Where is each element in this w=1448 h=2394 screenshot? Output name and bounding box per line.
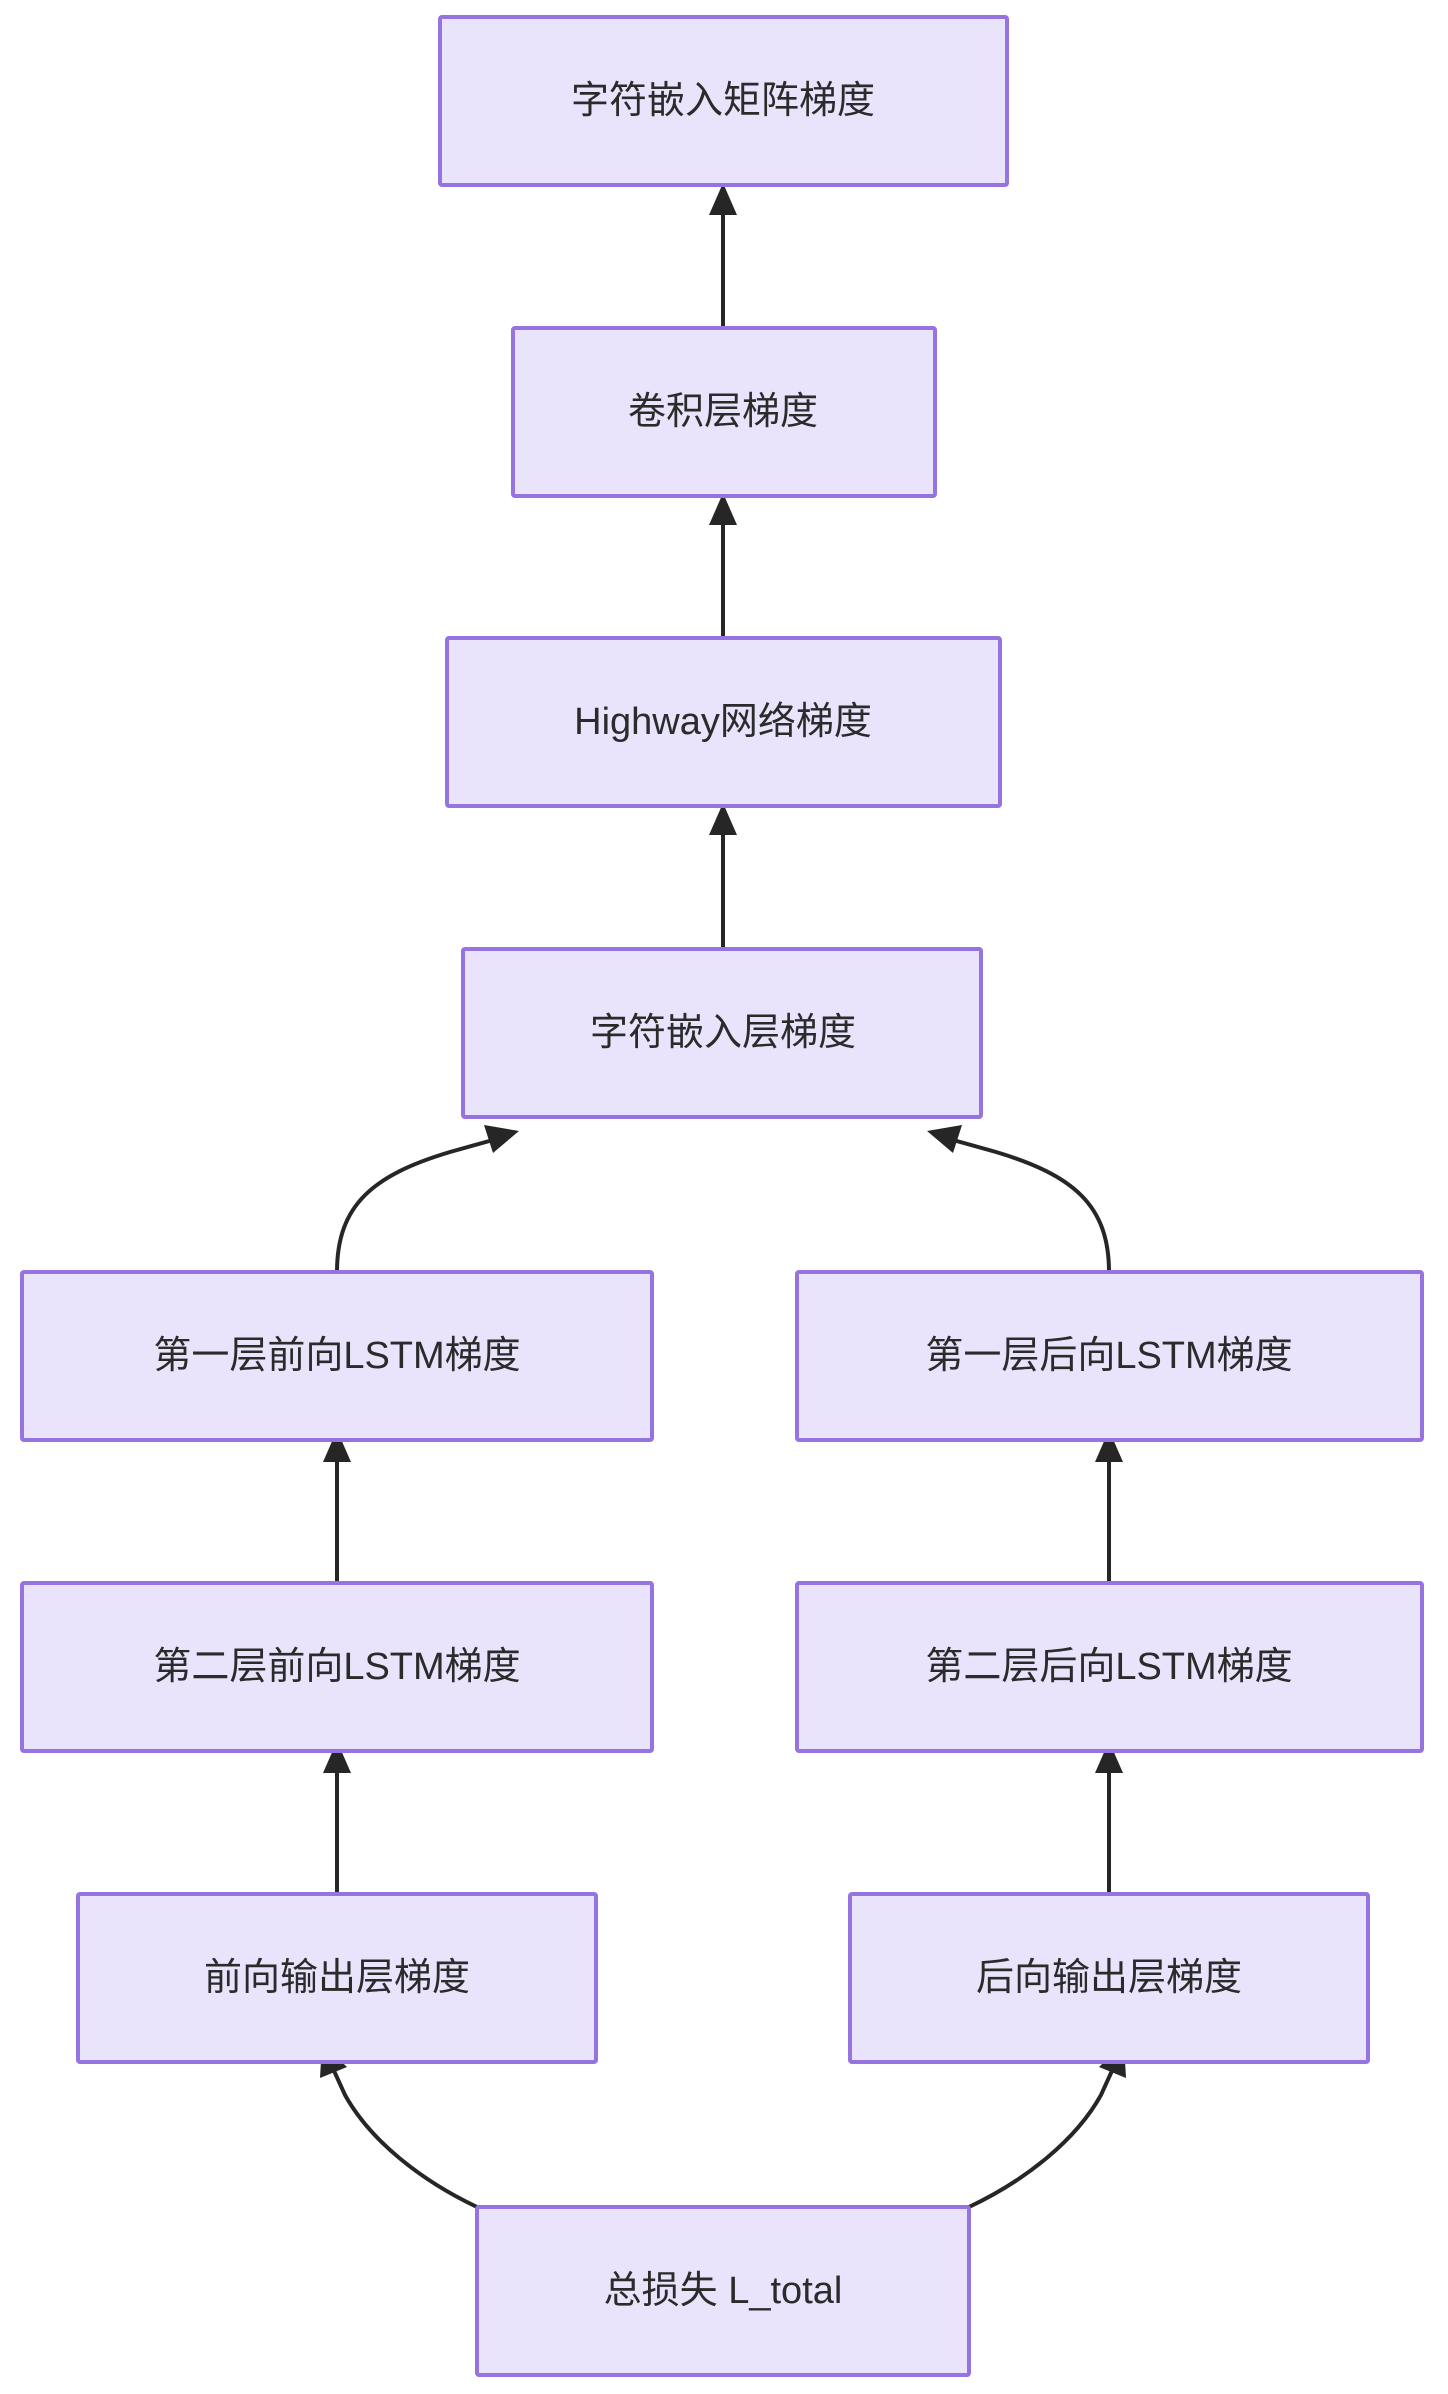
edge-l1-bwd-to-char-embed-layer xyxy=(927,1125,1111,1273)
node-label-char-embed-matrix-grad: 字符嵌入矩阵梯度 xyxy=(571,80,875,122)
node-box[interactable] xyxy=(445,636,1002,808)
node-label-bwd-output-layer-grad: 后向输出层梯度 xyxy=(976,1957,1242,1999)
node-l2-bwd-lstm-grad[interactable]: 第二层后向LSTM梯度 xyxy=(795,1581,1424,1753)
node-fwd-output-layer-grad[interactable]: 前向输出层梯度 xyxy=(76,1892,598,2064)
node-bwd-output-layer-grad[interactable]: 后向输出层梯度 xyxy=(848,1892,1370,2064)
edge-bwd-output-to-l2-bwd xyxy=(1095,1741,1123,1894)
node-label-char-embed-layer-grad: 字符嵌入层梯度 xyxy=(590,1012,856,1054)
node-label-l2-bwd-lstm-grad: 第二层后向LSTM梯度 xyxy=(925,1646,1292,1688)
edge-fwd-output-to-l2-fwd xyxy=(323,1741,351,1894)
node-label-highway-net-grad: Highway网络梯度 xyxy=(574,701,872,743)
edge-l1-fwd-to-char-embed-layer xyxy=(335,1125,519,1273)
node-box[interactable] xyxy=(461,947,983,1119)
node-conv-layer-grad[interactable]: 卷积层梯度 xyxy=(511,326,937,498)
edge-l2-bwd-to-l1-bwd xyxy=(1095,1430,1123,1583)
node-label-total-loss: 总损失 L_total xyxy=(604,2270,843,2312)
node-l2-fwd-lstm-grad[interactable]: 第二层前向LSTM梯度 xyxy=(20,1581,654,1753)
node-char-embed-matrix-grad[interactable]: 字符嵌入矩阵梯度 xyxy=(438,15,1009,187)
edge-total-loss-to-fwd-output xyxy=(320,2043,478,2209)
node-box[interactable] xyxy=(848,1892,1370,2064)
node-label-l1-bwd-lstm-grad: 第一层后向LSTM梯度 xyxy=(925,1335,1292,1377)
node-box[interactable] xyxy=(795,1581,1424,1753)
node-l1-fwd-lstm-grad[interactable]: 第一层前向LSTM梯度 xyxy=(20,1270,654,1442)
edge-total-loss-to-bwd-output xyxy=(968,2043,1126,2209)
node-box[interactable] xyxy=(795,1270,1424,1442)
edge-l2-fwd-to-l1-fwd xyxy=(323,1430,351,1583)
node-label-conv-layer-grad: 卷积层梯度 xyxy=(628,391,818,433)
node-label-fwd-output-layer-grad: 前向输出层梯度 xyxy=(204,1957,470,1999)
node-highway-net-grad[interactable]: Highway网络梯度 xyxy=(445,636,1002,808)
edge-layer xyxy=(320,183,1126,2209)
node-layer: 字符嵌入矩阵梯度 卷积层梯度 Highway网络梯度 字符嵌入层梯度 第一层前向… xyxy=(20,15,1424,2377)
node-box[interactable] xyxy=(20,1581,654,1753)
node-box[interactable] xyxy=(475,2205,971,2377)
node-label-l1-fwd-lstm-grad: 第一层前向LSTM梯度 xyxy=(153,1335,520,1377)
node-total-loss[interactable]: 总损失 L_total xyxy=(475,2205,971,2377)
node-box[interactable] xyxy=(20,1270,654,1442)
node-box[interactable] xyxy=(76,1892,598,2064)
node-label-l2-fwd-lstm-grad: 第二层前向LSTM梯度 xyxy=(153,1646,520,1688)
node-char-embed-layer-grad[interactable]: 字符嵌入层梯度 xyxy=(461,947,983,1119)
node-l1-bwd-lstm-grad[interactable]: 第一层后向LSTM梯度 xyxy=(795,1270,1424,1442)
node-box[interactable] xyxy=(438,15,1009,187)
node-box[interactable] xyxy=(511,326,937,498)
